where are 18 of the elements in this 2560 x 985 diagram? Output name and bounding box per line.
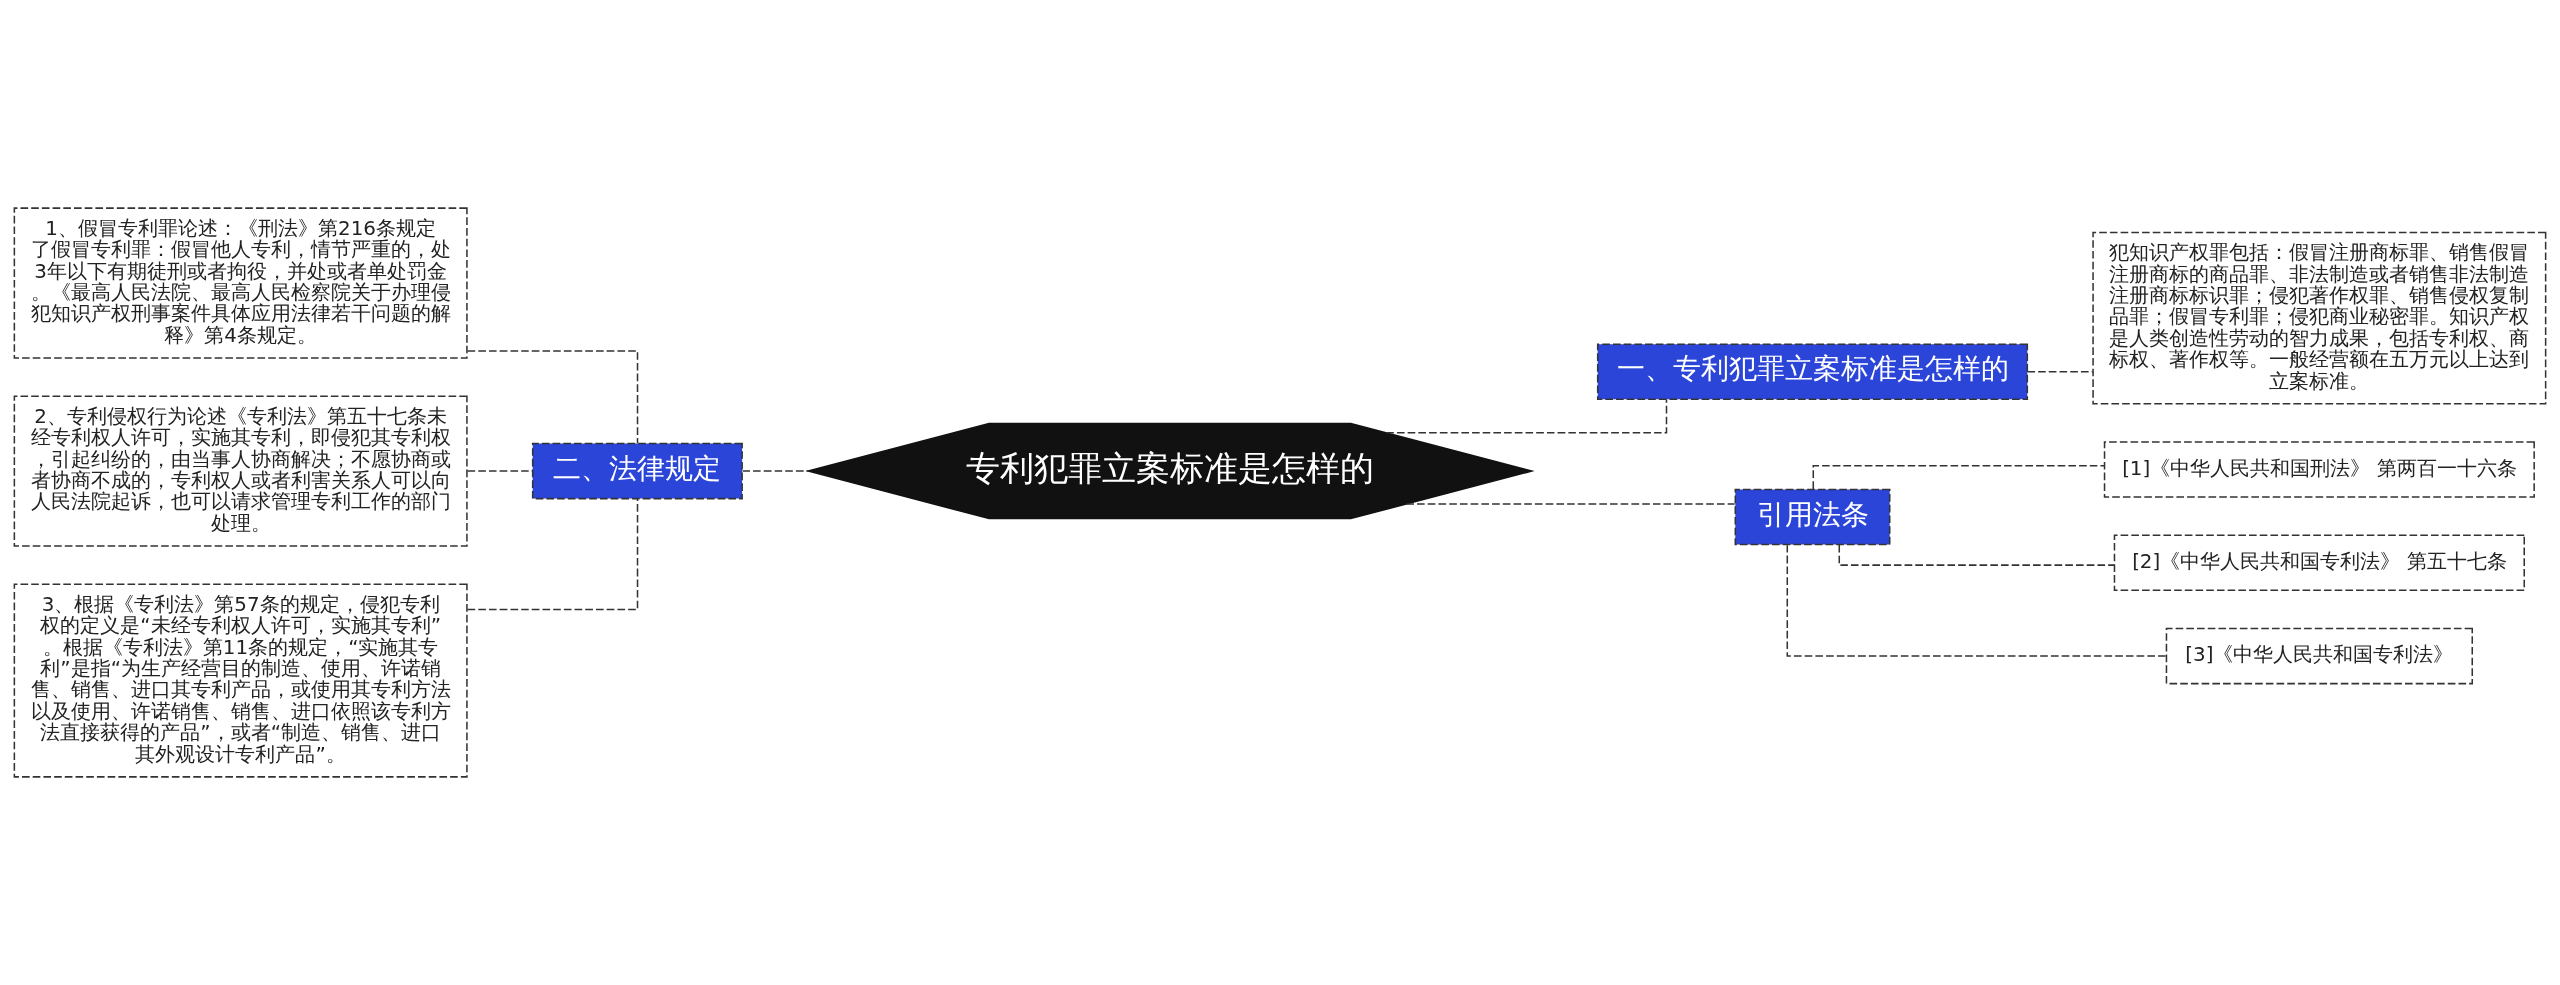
node-box: 2、专利侵权行为论述《专利法》第五十七条未经专利权人许可，实施其专利，即侵犯其专利权，引起纠纷的，由当事人协商解决；不愿协商或者协商不成的，专利权人或者利害关系人可以向人民法院起诉，也可以请求管理专利工作的部门处理。 [13, 395, 468, 547]
node-box: [3]《中华人民共和国专利法》 [2165, 627, 2473, 685]
connector [1786, 544, 2167, 657]
node-box: 3、根据《专利法》第57条的规定，侵犯专利权的定义是“未经专利权人许可，实施其专利”。根据《专利法》第11条的规定，“实施其专利”是指“为生产经营目的制造、使用、许诺销售、销售、进口其专利产品，或使用其专利方法以及使用、许诺销售、销售、进口依照该专利方法直接获得的产品”，或者“制造、销售、进口其外观设计专利产品”。 [13, 583, 468, 778]
node-box: [1]《中华人民共和国刑法》 第两百一十六条 [2103, 441, 2535, 498]
connector [741, 470, 809, 472]
connector [466, 498, 639, 611]
node-box: 二、法律规定 [531, 442, 743, 500]
connector [1385, 398, 1668, 434]
connector [1838, 544, 2116, 566]
node-box: 一、专利犯罪立案标准是怎样的 [1596, 343, 2029, 400]
node-box: 1、假冒专利罪论述：《刑法》第216条规定了假冒专利罪：假冒他人专利，情节严重的，处3年以下有期徒刑或者拘役，并处或者单处罚金。《最高人民法院、最高人民检察院关于办理侵犯知识产权刑事案件具体应用法律若干问题的解释》第4条规定。 [13, 207, 468, 359]
node-box: 犯知识产权罪包括：假冒注册商标罪、销售假冒注册商标的商品罪、非法制造或者销售非法制造注册商标标识罪；侵犯著作权罪、销售侵权复制品罪；假冒专利罪；侵犯商业秘密罪。知识产权是人类创造性劳动的智力成果，包括专利权、商标权、著作权等。一般经营额在五万元以上达到立案标准。 [2092, 231, 2547, 405]
node-box: [2]《中华人民共和国专利法》 第五十七条 [2113, 534, 2525, 592]
node-box: 引用法条 [1734, 488, 1891, 546]
connector [466, 350, 639, 444]
connector [2026, 370, 2094, 373]
connector [1405, 503, 1736, 505]
